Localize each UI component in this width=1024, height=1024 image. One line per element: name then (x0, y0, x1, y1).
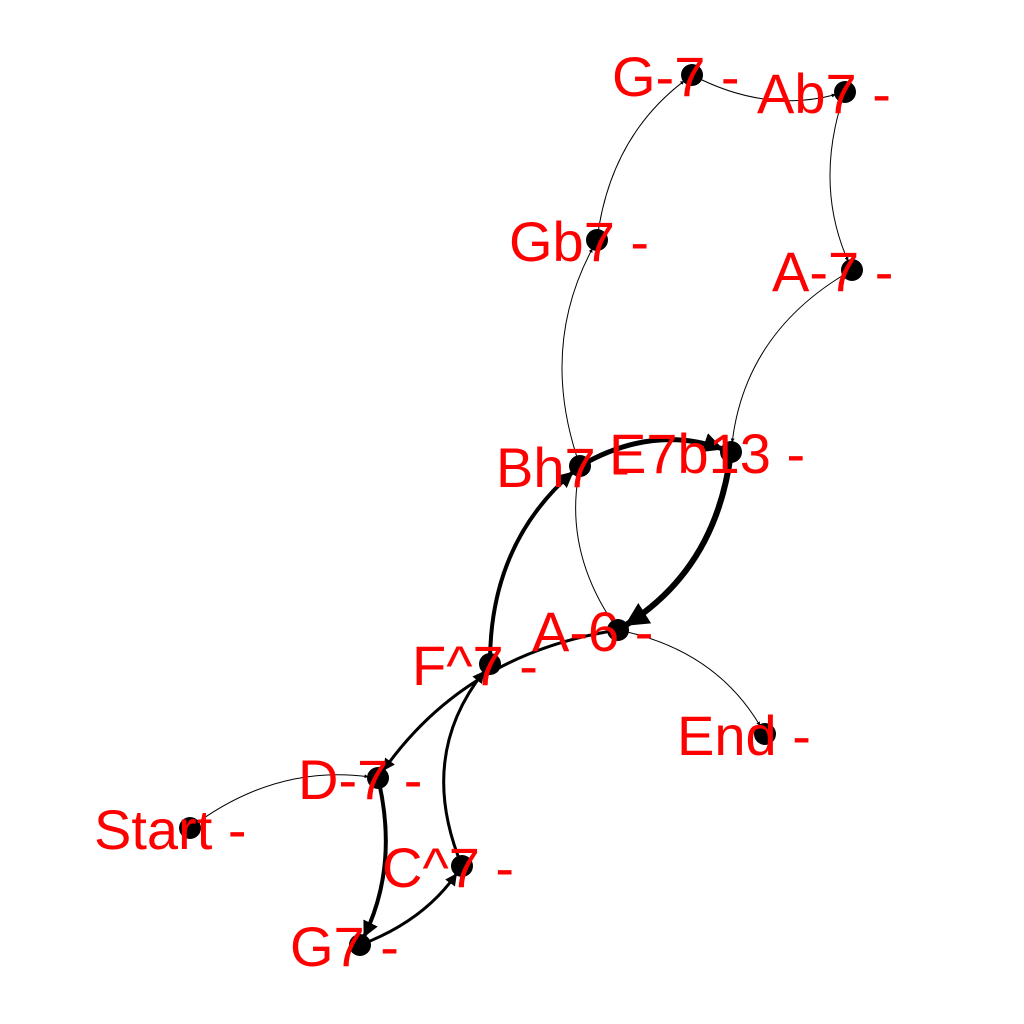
node-g7 (349, 934, 371, 956)
edge-g7-cmaj7 (359, 873, 458, 947)
edge-cmaj7-fmaj7 (442, 670, 485, 867)
node-a6 (607, 619, 629, 641)
edge-bh7-e7b13 (578, 433, 724, 469)
node-fmaj7 (479, 653, 501, 675)
edge-fmaj7-bh7 (487, 471, 574, 665)
edge-a6-end (617, 629, 761, 726)
nodes-layer (179, 64, 863, 956)
node-label-cmaj7: C^7 - (382, 836, 514, 899)
node-label-e7b13: E7b13 - (609, 422, 805, 485)
node-bh7 (569, 455, 591, 477)
node-label-end: End - (677, 704, 811, 767)
node-label-d7: D-7 - (298, 748, 422, 811)
node-end (754, 723, 776, 745)
node-d7 (367, 767, 389, 789)
node-label-am7: A-7 - (772, 240, 893, 303)
node-gm7 (681, 64, 703, 86)
node-label-bh7: Bh7 - (496, 436, 630, 499)
node-start (179, 817, 201, 839)
edge-a6-d7 (382, 628, 619, 771)
edge-a6-bh7 (575, 475, 619, 631)
node-label-a6: A-6 - (532, 600, 653, 663)
node-label-gb7: Gb7 - (509, 210, 649, 273)
edge-bh7-gb7 (561, 248, 593, 467)
node-gb7 (586, 229, 608, 251)
node-label-start: Start - (94, 798, 246, 861)
node-label-ab7: Ab7 - (757, 62, 891, 125)
node-ab7 (834, 81, 856, 103)
labels-layer: Start - D-7 - G7 - C^7 - F^7 - Bh7 -E7b13 - A-… (94, 45, 893, 978)
node-am7 (841, 259, 863, 281)
node-cmaj7 (451, 855, 473, 877)
edge-start-d7 (189, 774, 369, 829)
edge-gm7-ab7 (691, 74, 836, 102)
node-label-g7: G7 - (290, 915, 399, 978)
edge-ab7-am7 (829, 91, 849, 262)
edges-layer (189, 74, 853, 947)
edge-gb7-gm7 (596, 80, 685, 241)
edge-am7-e7b13 (730, 269, 853, 443)
node-label-fmaj7: F^7 - (412, 634, 538, 697)
edge-d7-g7 (362, 777, 388, 938)
node-label-gm7: G-7 - (612, 45, 740, 108)
node-e7b13 (720, 441, 742, 463)
edge-e7b13-a6 (624, 451, 734, 628)
